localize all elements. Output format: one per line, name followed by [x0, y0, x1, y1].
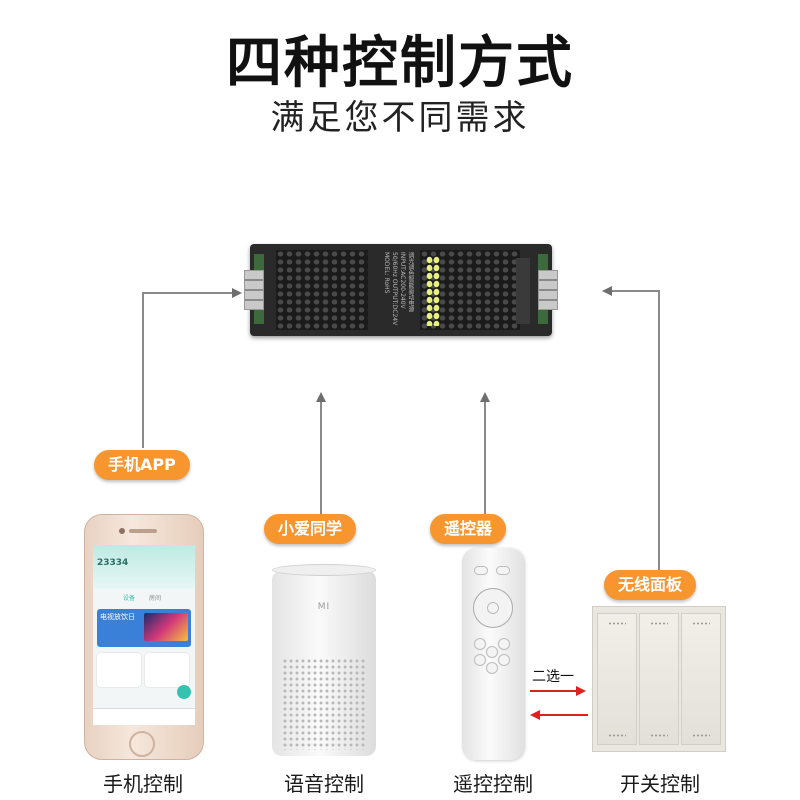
arrow-left-icon [602, 286, 612, 296]
bottom-tab-bar [93, 708, 195, 725]
device-end-cap [516, 258, 530, 324]
indicator-lights [426, 256, 440, 326]
arrow-up-icon [480, 392, 490, 402]
tag-wireless-panel: 无线面板 [604, 570, 697, 600]
arrow-right-icon [232, 288, 242, 298]
remote-button [486, 662, 498, 674]
arrow-right-icon [576, 686, 586, 696]
led-driver-device: 调光调色智能驱动电源 INPUT:AC200-240V 50/60Hz OUTP… [244, 244, 558, 336]
indicator-dots [608, 734, 626, 737]
device-tile [97, 653, 141, 687]
indicator-dots [650, 734, 668, 737]
caption-remote-control: 遥控控制 [453, 772, 533, 796]
dpad-ring [473, 588, 513, 628]
speaker-logo: MI [317, 602, 331, 612]
connector-speaker [320, 400, 322, 516]
page-title: 四种控制方式 [226, 31, 574, 96]
earpiece [129, 529, 157, 533]
indicator-dots [650, 622, 668, 625]
wireless-switch-panel [592, 606, 726, 752]
device-label: 调光调色智能驱动电源 INPUT:AC200-240V 50/60Hz OUTP… [383, 252, 414, 326]
red-arrow-to-panel [530, 690, 578, 692]
arrow-left-icon [530, 710, 540, 720]
connector-panel-horizontal [610, 290, 660, 292]
device-card: 电视放饮日 [97, 609, 191, 647]
app-header-text: 23334 [97, 558, 129, 568]
caption-phone-control: 手机控制 [103, 772, 183, 796]
connector-panel-vertical [658, 290, 660, 572]
either-one-label: 二选一 [532, 669, 574, 685]
indicator-dots [608, 622, 626, 625]
panel-key [681, 613, 721, 745]
panel-key [639, 613, 679, 745]
dpad-center-button [487, 602, 499, 614]
smart-speaker: MI [272, 564, 376, 756]
smartphone: 23334 设备 房间 电视放饮日 [84, 514, 204, 760]
tag-xiaoai: 小爱同学 [264, 514, 357, 544]
connector-phone-horizontal [142, 292, 234, 294]
remote-button [498, 654, 510, 666]
tag-phone-app: 手机APP [94, 450, 190, 480]
terminal-block-right [538, 270, 558, 310]
remote-button [498, 638, 510, 650]
page-subtitle: 满足您不同需求 [270, 98, 530, 138]
terminal-block-left [244, 270, 264, 310]
remote-button [474, 638, 486, 650]
power-on-button [474, 566, 488, 575]
remote-control [462, 548, 524, 760]
red-arrow-to-remote [540, 714, 588, 716]
tag-remote: 遥控器 [430, 514, 507, 544]
arrow-up-icon [316, 392, 326, 402]
vent-mesh-left [276, 250, 368, 330]
tab-rooms: 房间 [149, 595, 162, 602]
power-off-button [496, 566, 510, 575]
phone-screen: 23334 设备 房间 电视放饮日 [93, 545, 195, 725]
caption-switch-control: 开关控制 [620, 772, 700, 796]
connector-remote [484, 400, 486, 516]
speaker-top [272, 564, 376, 576]
indicator-dots [692, 622, 710, 625]
caption-voice-control: 语音控制 [284, 772, 364, 796]
panel-key [597, 613, 637, 745]
device-tile [145, 653, 189, 687]
device-card-title: 电视放饮日 [100, 613, 135, 621]
app-header: 23334 [93, 545, 195, 589]
remote-button [486, 646, 498, 658]
remote-button [474, 654, 486, 666]
microphone-icon [177, 685, 191, 699]
indicator-dots [692, 734, 710, 737]
connector-phone-vertical [142, 292, 144, 448]
device-card-image [144, 613, 188, 641]
home-button [129, 731, 155, 757]
tab-devices: 设备 [123, 595, 136, 602]
camera-icon [119, 528, 125, 534]
speaker-grill [282, 658, 366, 750]
